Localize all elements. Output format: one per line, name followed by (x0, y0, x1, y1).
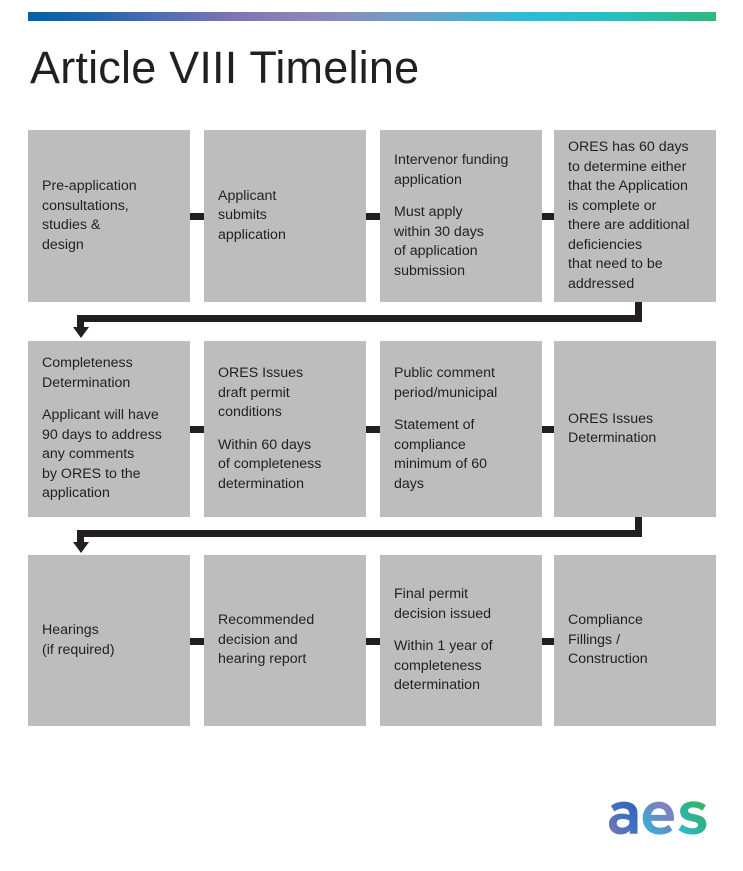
connector-segment (77, 315, 84, 329)
node-text: Applicant will have 90 days to address a… (42, 407, 162, 502)
node-text: Within 1 year of completeness determinat… (394, 638, 493, 694)
node-text: Within 60 days of completeness determina… (218, 436, 322, 492)
connector-dash (190, 637, 204, 645)
connector-segment (635, 302, 642, 321)
flow-node-ores-issues-determination[interactable]: ORES Issues Determination (554, 341, 716, 517)
flow-node-completeness-determination[interactable]: Completeness Determination Applicant wil… (28, 341, 190, 517)
connector-segment (77, 530, 84, 544)
node-text: ORES Issues Determination (568, 410, 657, 447)
node-text: Pre-application consultations, studies &… (42, 178, 137, 253)
flow-node-hearings[interactable]: Hearings (if required) (28, 555, 190, 726)
flow-row-1: Pre-application consultations, studies &… (28, 130, 716, 302)
gradient-rule (28, 12, 716, 21)
page-title: Article VIII Timeline (30, 42, 420, 93)
connector-dash (542, 637, 556, 645)
flow-node-ores-60-days[interactable]: ORES has 60 days to determine either tha… (554, 130, 716, 302)
flow-node-recommended-decision[interactable]: Recommended decision and hearing report (204, 555, 366, 726)
node-text: Final permit decision issued (394, 586, 492, 622)
connector-dash (366, 213, 380, 220)
aes-letter-a (609, 801, 638, 835)
flow-node-pre-application[interactable]: Pre-application consultations, studies &… (28, 130, 190, 302)
flow-row-2: Completeness Determination Applicant wil… (28, 341, 716, 517)
connector-dash (366, 637, 380, 645)
connector-elbow-row1-row2 (0, 302, 688, 341)
flow-node-final-permit-decision[interactable]: Final permit decision issued Within 1 ye… (380, 555, 542, 726)
node-text: ORES has 60 days to determine either tha… (568, 139, 690, 292)
node-text: Completeness Determination (42, 355, 133, 391)
connector-dash (190, 213, 204, 220)
connector-dash (366, 426, 380, 433)
aes-letter-e (642, 801, 674, 835)
connector-elbow-row2-row3 (0, 517, 688, 555)
arrow-down-icon (73, 542, 89, 553)
node-text: Intervenor funding application (394, 152, 509, 188)
connector-dash (542, 213, 556, 220)
node-text: ORES Issues draft permit conditions (218, 365, 304, 420)
flow-node-draft-permit-conditions[interactable]: ORES Issues draft permit conditions With… (204, 341, 366, 517)
aes-logo (604, 790, 716, 846)
node-text: Recommended decision and hearing report (218, 612, 315, 668)
node-text: Must apply within 30 days of application… (394, 204, 484, 279)
flow-node-intervenor-funding[interactable]: Intervenor funding application Must appl… (380, 130, 542, 302)
node-text: Public comment period/municipal (394, 365, 498, 401)
connector-dash (190, 426, 204, 433)
flow-node-public-comment-period[interactable]: Public comment period/municipal Statemen… (380, 341, 542, 517)
connector-segment (635, 517, 642, 536)
connector-dash (542, 426, 556, 433)
aes-letter-s (678, 801, 707, 835)
node-text: Hearings (if required) (42, 622, 115, 658)
node-text: Statement of compliance minimum of 60 da… (394, 417, 488, 492)
flow-row-3: Hearings (if required) Recommended decis… (28, 555, 716, 726)
arrow-down-icon (73, 327, 89, 338)
flow-node-compliance-filings[interactable]: Compliance Fillings / Construction (554, 555, 716, 726)
connector-segment (77, 530, 642, 537)
node-text: Compliance Fillings / Construction (568, 612, 648, 668)
connector-segment (77, 315, 642, 322)
node-text: Applicant submits application (218, 187, 286, 243)
flow-node-applicant-submits[interactable]: Applicant submits application (204, 130, 366, 302)
